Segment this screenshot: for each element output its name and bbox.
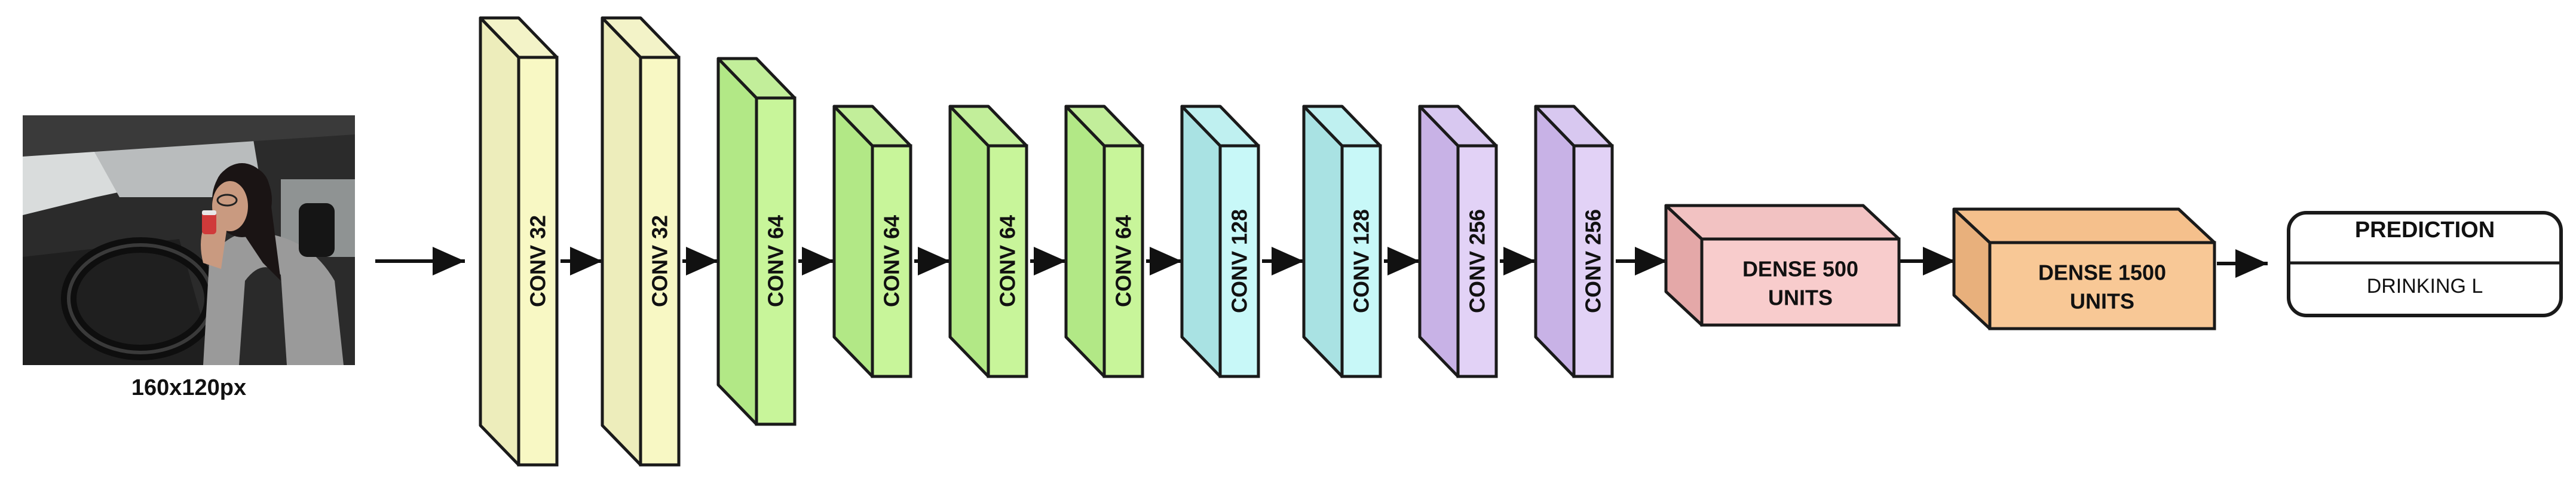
dense-layer-label: DENSE 500 bbox=[1742, 257, 1858, 281]
conv-layer-label: CONV 256 bbox=[1465, 209, 1490, 313]
conv-layer-10: CONV 256 bbox=[1534, 105, 1614, 378]
conv-layer-label: CONV 32 bbox=[526, 215, 550, 307]
input-image bbox=[23, 115, 355, 365]
dense-layer-label: DENSE 1500 bbox=[2038, 261, 2166, 285]
conv-layer-label: CONV 128 bbox=[1349, 209, 1374, 313]
conv-layer-label: CONV 256 bbox=[1581, 209, 1606, 313]
conv-layer-label: CONV 64 bbox=[1111, 215, 1136, 307]
conv-layer-label: CONV 128 bbox=[1227, 209, 1252, 313]
arrows bbox=[375, 247, 2268, 278]
conv-layer-4: CONV 64 bbox=[832, 105, 912, 378]
conv-layer-8: CONV 128 bbox=[1302, 105, 1382, 378]
conv-layers: CONV 32 CONV 32 CONV 64 CONV 64 CONV 64 CONV … bbox=[479, 16, 1614, 467]
dense-layer-units: UNITS bbox=[1768, 286, 1833, 310]
conv-layer-7: CONV 128 bbox=[1180, 105, 1260, 378]
conv-layer-9: CONV 256 bbox=[1418, 105, 1498, 378]
prediction-box bbox=[2287, 211, 2563, 317]
conv-layer-label: CONV 64 bbox=[996, 215, 1020, 307]
conv-layer-6: CONV 64 bbox=[1064, 105, 1144, 378]
prediction-title: PREDICTION bbox=[2354, 218, 2495, 243]
prediction-value: DRINKING L bbox=[2366, 275, 2483, 298]
conv-layer-5: CONV 64 bbox=[948, 105, 1028, 378]
input-image-caption: 160x120px bbox=[131, 375, 247, 400]
conv-layer-1: CONV 32 bbox=[479, 16, 559, 467]
dense-layer-units: UNITS bbox=[2070, 289, 2134, 314]
conv-layer-label: CONV 64 bbox=[880, 215, 904, 307]
conv-layer-label: CONV 32 bbox=[648, 215, 672, 307]
conv-layer-3: CONV 64 bbox=[716, 57, 797, 426]
conv-layer-label: CONV 64 bbox=[764, 215, 788, 307]
conv-layer-2: CONV 32 bbox=[601, 16, 681, 467]
